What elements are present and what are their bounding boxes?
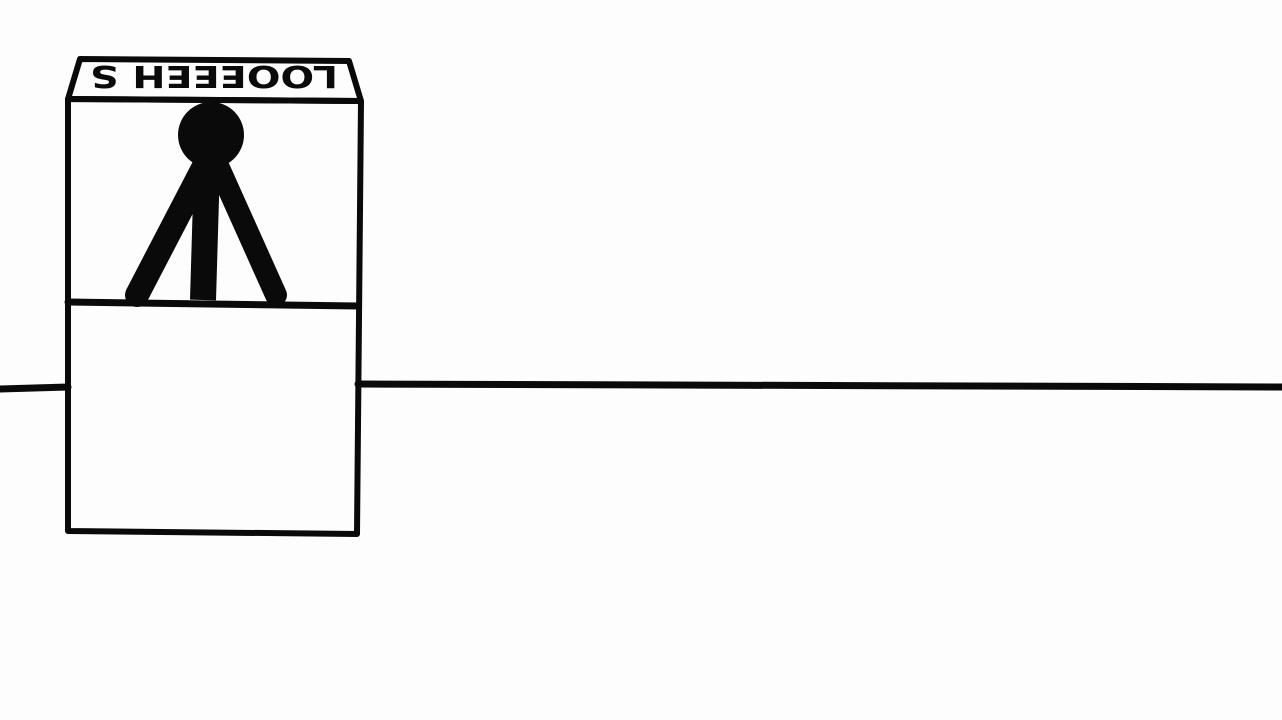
stick-figure-head	[178, 102, 244, 168]
booth-counter	[64, 298, 362, 310]
booth-frame	[65, 96, 364, 537]
stick-figure-vendor	[125, 102, 287, 307]
stick-figure-right-arm	[208, 157, 287, 306]
stick-figure-body	[190, 164, 220, 301]
ground-line	[0, 380, 1282, 393]
stick-figure-left-arm	[125, 156, 215, 307]
coffee-booth: LOOEEEH S	[64, 56, 364, 537]
booth-sign-text: LOOEEEH S	[90, 58, 338, 93]
